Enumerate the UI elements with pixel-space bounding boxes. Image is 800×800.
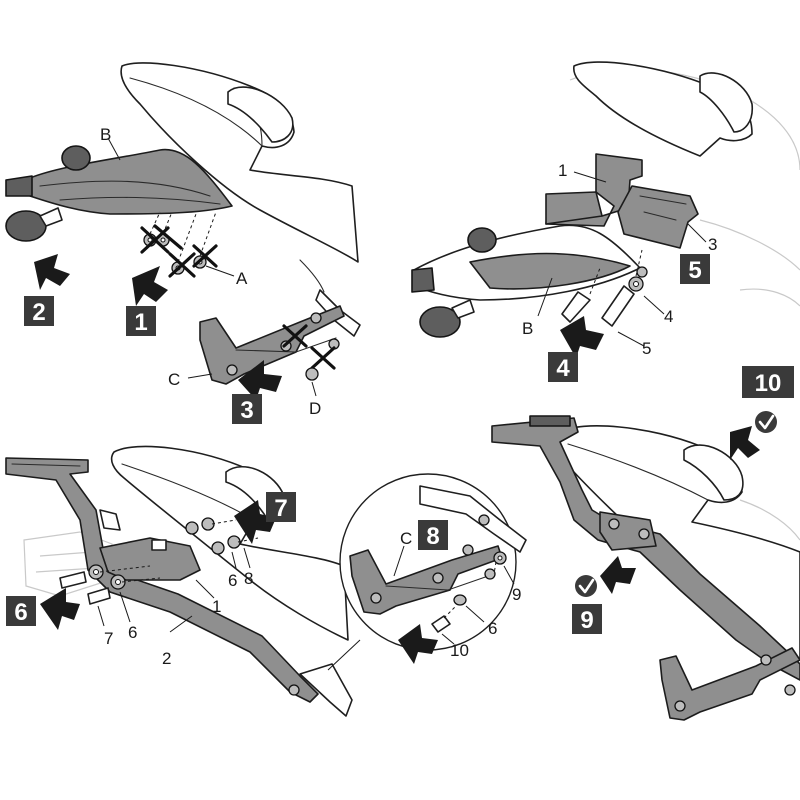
hardware-6-7-8 bbox=[59, 517, 259, 605]
side-arm-mounted bbox=[491, 417, 800, 681]
bolts-4-5 bbox=[561, 249, 648, 327]
label-c: C bbox=[168, 370, 180, 389]
indicator bbox=[467, 227, 497, 253]
step-number: 8 bbox=[426, 523, 439, 550]
arrow-step-6 bbox=[40, 588, 80, 630]
arrow-step-1 bbox=[132, 266, 168, 306]
label-4: 4 bbox=[664, 307, 673, 326]
arrow-step-2 bbox=[34, 254, 70, 290]
step-number: 10 bbox=[755, 370, 782, 397]
arrow-step-7 bbox=[234, 500, 276, 544]
passenger-seat-pad bbox=[227, 86, 294, 143]
mounting-plate-3 bbox=[617, 185, 699, 249]
label-3: 3 bbox=[708, 235, 717, 254]
step-number: 9 bbox=[580, 607, 593, 634]
label-b: B bbox=[522, 319, 533, 338]
cross-marks-d bbox=[282, 324, 336, 370]
step-number: 3 bbox=[240, 397, 253, 424]
seat bbox=[120, 62, 359, 263]
label-5: 5 bbox=[642, 339, 651, 358]
arrow-step-3 bbox=[238, 360, 282, 400]
arrow-step-9 bbox=[600, 556, 636, 594]
label-8: 8 bbox=[244, 569, 253, 588]
step-badge-5 bbox=[680, 254, 710, 284]
nut-d bbox=[305, 367, 319, 381]
panel-2: 4 5 1 3 B 4 5 bbox=[411, 61, 800, 382]
panel-5: 10 9 bbox=[491, 366, 800, 721]
label-2: 2 bbox=[162, 649, 171, 668]
mounting-plate-1-b bbox=[99, 537, 201, 581]
label-6: 6 bbox=[228, 571, 237, 590]
label-7: 7 bbox=[104, 629, 113, 648]
step-badge-4 bbox=[548, 352, 578, 382]
side-arm-2 bbox=[5, 457, 319, 703]
step-badge-9 bbox=[572, 604, 602, 634]
step-badge-6 bbox=[6, 596, 36, 626]
footrest-bracket-c bbox=[199, 305, 345, 385]
check-icon bbox=[575, 575, 597, 597]
left-indicator bbox=[61, 145, 91, 171]
label-a: A bbox=[236, 269, 248, 288]
label-d: D bbox=[309, 399, 321, 418]
panel-1: 2 1 3 B A C D bbox=[5, 62, 361, 424]
step-number: 6 bbox=[14, 599, 27, 626]
step-badge-2 bbox=[24, 296, 54, 326]
arrow-step-4 bbox=[560, 316, 604, 358]
step-number: 5 bbox=[688, 257, 701, 284]
step-badge-8 bbox=[418, 520, 448, 550]
label-1: 1 bbox=[558, 161, 567, 180]
step-number: 4 bbox=[556, 355, 570, 382]
step-badge-3 bbox=[232, 394, 262, 424]
label-6: 6 bbox=[488, 619, 497, 638]
step-badge-1 bbox=[126, 306, 156, 336]
footrest-bracket-c-detail bbox=[349, 545, 503, 615]
arrow-step-8 bbox=[398, 624, 438, 664]
label-6: 6 bbox=[128, 623, 137, 642]
panel-3: 6 7 6 8 1 7 6 2 bbox=[5, 445, 361, 717]
label-9: 9 bbox=[512, 585, 521, 604]
label-c: C bbox=[400, 529, 412, 548]
step-badge-7 bbox=[266, 492, 296, 522]
cross-marks-a bbox=[140, 224, 218, 278]
panel-4-detail-circle: 8 C 9 6 10 bbox=[339, 473, 527, 664]
label-1: 1 bbox=[212, 597, 221, 616]
label-b: B bbox=[100, 125, 111, 144]
step-number: 7 bbox=[274, 495, 287, 522]
check-icon bbox=[755, 411, 777, 433]
footrest-refitted bbox=[659, 647, 800, 721]
indicator bbox=[419, 306, 461, 338]
step-number: 1 bbox=[134, 309, 147, 336]
label-10: 10 bbox=[450, 641, 469, 660]
step-number: 2 bbox=[32, 299, 45, 326]
step-badge-10 bbox=[742, 366, 794, 398]
arrow-step-10 bbox=[730, 426, 760, 460]
